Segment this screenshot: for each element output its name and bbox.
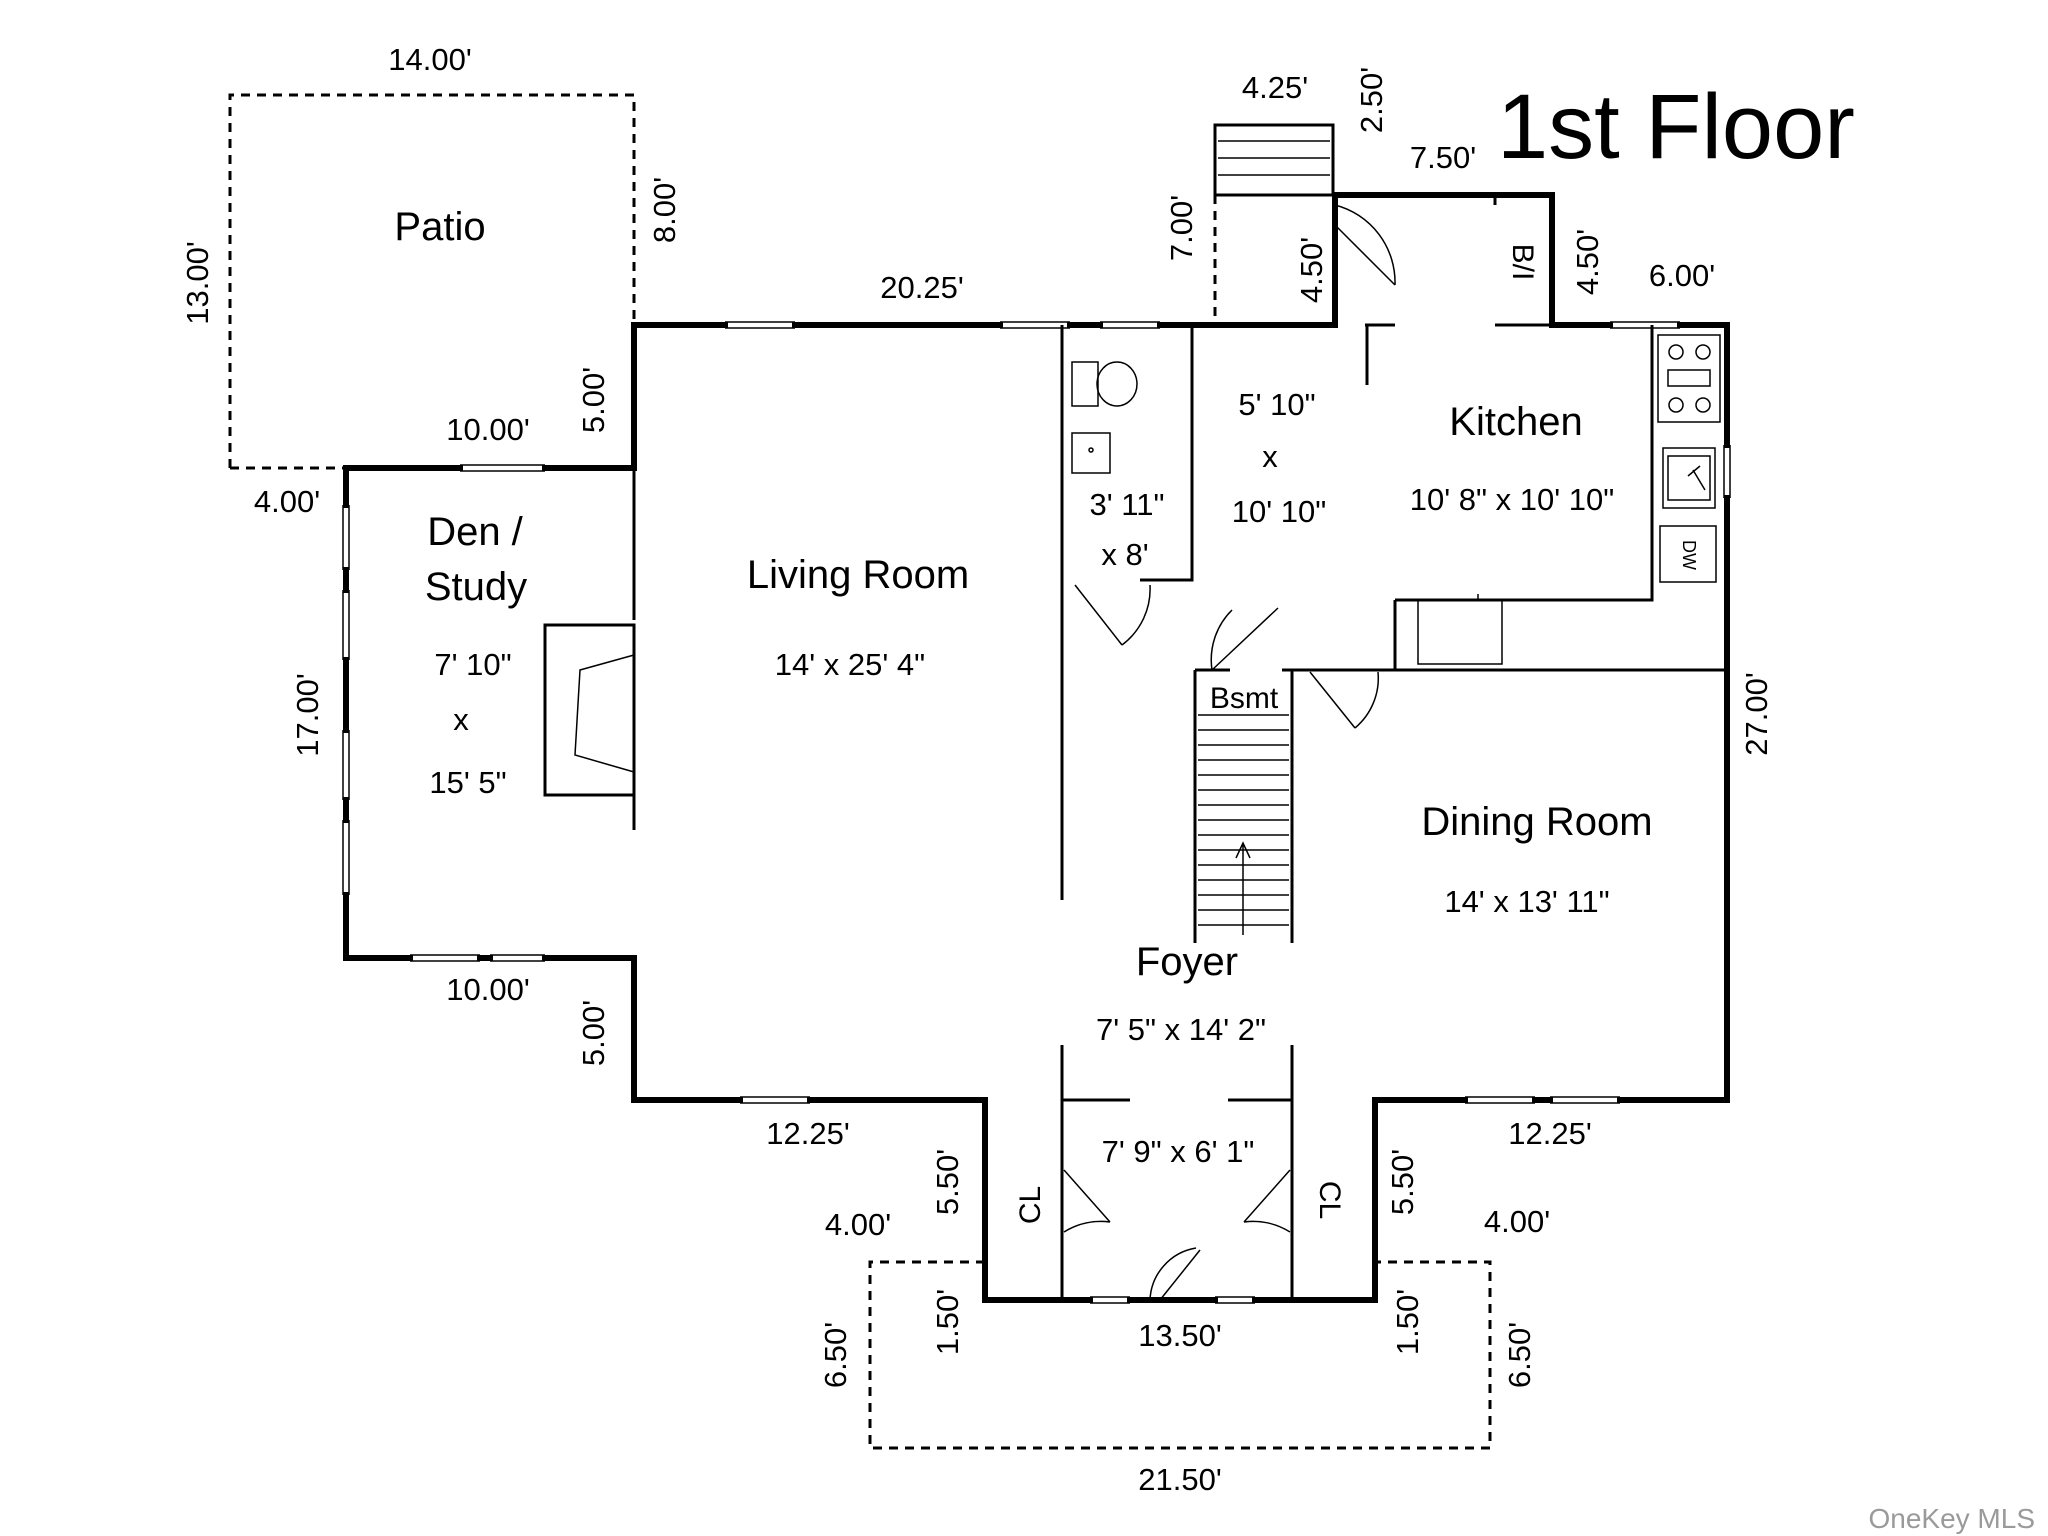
interior-walls	[632, 195, 1727, 1300]
windows	[342, 321, 1731, 1304]
dim-front-right: 12.25'	[1508, 1116, 1592, 1151]
dim-vest-right: 5.50'	[1385, 1149, 1420, 1215]
dim-kitchen-top: 7.50'	[1410, 140, 1476, 175]
kitchen-label: Kitchen	[1449, 400, 1582, 444]
dim-porch-right-top: 4.00'	[1484, 1204, 1550, 1239]
bath-size-line1: 3' 11"	[1090, 487, 1165, 522]
page-title: 1st Floor	[1497, 76, 1855, 178]
dishwasher-icon	[1659, 525, 1717, 583]
dim-porch-right-inner: 1.50'	[1390, 1289, 1425, 1355]
built-in-label: B/I	[1506, 244, 1539, 281]
dim-den-left: 17.00'	[290, 673, 325, 757]
watermark: OneKey MLS	[1868, 1503, 2035, 1534]
dim-living-top: 20.25'	[880, 270, 964, 305]
patio-outline	[228, 93, 636, 470]
den-size-line2: x	[453, 702, 469, 737]
dim-porch-left-inner: 1.50'	[930, 1289, 965, 1355]
dim-patio-top: 14.00'	[388, 42, 472, 77]
dim-patio-left: 13.00'	[180, 241, 215, 325]
dim-den-bottom-right: 5.00'	[576, 1000, 611, 1066]
bath-size-line2: x 8'	[1101, 537, 1148, 572]
doors	[1063, 204, 1396, 1301]
den-size-line1: 7' 10"	[434, 647, 511, 682]
toilet-icon	[1071, 361, 1138, 407]
foyer-size: 7' 5" x 14' 2"	[1096, 1012, 1266, 1047]
dim-stairs-left: 7.00'	[1164, 195, 1199, 261]
den-label-line1: Den /	[427, 510, 523, 554]
dim-front-left: 12.25'	[766, 1116, 850, 1151]
exterior-walls	[343, 192, 1730, 1303]
basement-stairs	[1198, 714, 1289, 935]
basement-label: Bsmt	[1210, 682, 1279, 715]
foyer-label: Foyer	[1136, 940, 1238, 984]
kitchen-size: 10' 8" x 10' 10"	[1410, 482, 1614, 517]
hall-size-line3: 10' 10"	[1232, 494, 1327, 529]
dim-stairs-top: 4.25'	[1242, 70, 1308, 105]
dining-room-size: 14' x 13' 11"	[1444, 884, 1609, 919]
den-label-line2: Study	[425, 565, 527, 609]
kitchen-sink-icon	[1662, 447, 1716, 509]
living-room-label: Living Room	[747, 553, 969, 597]
dim-porch-left-top: 4.00'	[825, 1207, 891, 1242]
dim-kitchen-bi-right: 4.50'	[1570, 229, 1605, 295]
living-room-size: 14' x 25' 4"	[775, 647, 925, 682]
range-icon	[1657, 334, 1721, 423]
dim-porch-left-side: 6.50'	[818, 1322, 853, 1388]
dim-right-side: 27.00'	[1739, 672, 1774, 756]
hall-size-line2: x	[1262, 439, 1278, 474]
closet-right-label: CL	[1313, 1181, 1346, 1219]
dining-room-label: Dining Room	[1421, 800, 1652, 844]
dim-kitchen-right-top: 6.00'	[1649, 258, 1715, 293]
refrigerator-icon	[1417, 594, 1503, 665]
dim-stairs-right: 2.50'	[1354, 67, 1389, 133]
vestibule-size: 7' 9" x 6' 1"	[1102, 1134, 1255, 1169]
dim-porch-bottom: 21.50'	[1138, 1462, 1222, 1497]
dim-porch-right-side: 6.50'	[1502, 1322, 1537, 1388]
patio-label: Patio	[394, 205, 485, 249]
dim-den-top: 10.00'	[446, 412, 530, 447]
bath-sink-icon	[1071, 432, 1111, 474]
rear-stairs	[1213, 123, 1335, 325]
dim-den-top-right: 5.00'	[576, 367, 611, 433]
dim-den-bottom: 10.00'	[446, 972, 530, 1007]
dim-patio-right: 8.00'	[647, 177, 682, 243]
hall-size-line1: 5' 10"	[1238, 387, 1315, 422]
dim-vest-left: 5.50'	[930, 1149, 965, 1215]
fireplace	[543, 623, 636, 797]
dishwasher-label: DW	[1679, 540, 1699, 570]
closet-left-label: CL	[1014, 1186, 1047, 1224]
dim-den-corner: 4.00'	[254, 484, 320, 519]
dim-kitchen-door-left: 4.50'	[1294, 237, 1329, 303]
den-size-line3: 15' 5"	[429, 765, 506, 800]
dim-vest-bottom: 13.50'	[1138, 1318, 1222, 1353]
porch-outline	[868, 1260, 1492, 1450]
